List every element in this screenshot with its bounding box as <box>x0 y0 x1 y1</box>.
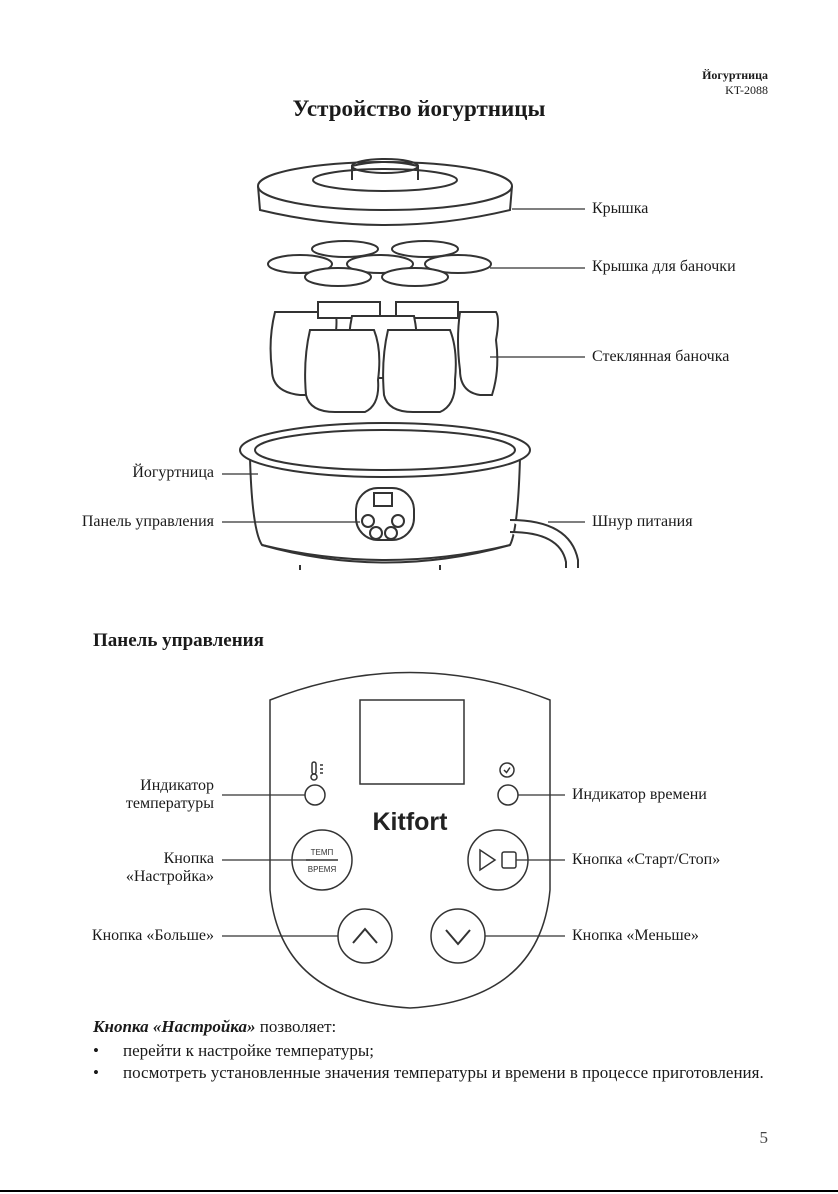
label-time-indicator: Индикатор времени <box>572 786 707 803</box>
header-model-number: KT-2088 <box>725 83 768 97</box>
label-control-panel: Панель управления <box>81 513 214 530</box>
time-indicator-led <box>497 784 519 806</box>
play-icon <box>479 848 497 872</box>
label-temp-indicator-line1: Индикатор <box>140 777 214 794</box>
label-more-button: Кнопка «Больше» <box>91 927 214 944</box>
label-less-button: Кнопка «Меньше» <box>572 927 699 944</box>
panel-section-title: Панель управления <box>93 630 264 651</box>
yogurt-maker-drawing <box>239 422 579 570</box>
label-jar-lid: Крышка для баночки <box>592 258 736 275</box>
page-number: 5 <box>759 1128 769 1147</box>
button-temp-label: ТЕМП <box>311 848 334 857</box>
button-time-label: ВРЕМЯ <box>308 865 337 874</box>
label-setting-button-line2: «Настройка» <box>125 868 214 885</box>
list-item: посмотреть установленные значения темпер… <box>93 1062 773 1084</box>
header-product: Йогуртница <box>702 68 768 82</box>
more-button-circle <box>337 908 393 964</box>
thermometer-icon <box>310 761 323 781</box>
list-item: перейти к настройке температуры; <box>93 1040 773 1062</box>
footer-rule <box>0 1190 838 1192</box>
description-list: перейти к настройке температуры; посмотр… <box>93 1040 773 1084</box>
device-illustration <box>222 158 585 570</box>
mini-panel-drawing <box>355 487 415 541</box>
display-window <box>359 699 465 785</box>
header-model: Йогуртница KT-2088 <box>702 68 768 98</box>
description-lead-line: Кнопка «Настройка» позволяет: <box>93 1016 773 1038</box>
label-temp-indicator: Индикатор температуры <box>126 777 214 813</box>
less-button-circle <box>430 908 486 964</box>
description-lead-rest: позволяет: <box>255 1017 337 1036</box>
label-temp-indicator-line2: температуры <box>125 795 214 812</box>
label-lid: Крышка <box>592 200 649 217</box>
chevron-down-icon <box>445 929 471 946</box>
stop-icon <box>501 851 517 869</box>
label-setting-button: Кнопка «Настройка» <box>126 850 214 886</box>
chevron-up-icon <box>352 927 378 944</box>
setting-button-description: Кнопка «Настройка» позволяет: перейти к … <box>93 1016 773 1084</box>
label-yogurt-maker: Йогуртница <box>132 464 214 481</box>
panel-outline <box>269 671 551 1009</box>
control-panel-diagram: Kitfort ТЕМП ВРЕМЯ <box>222 671 565 1009</box>
glass-jars-drawing <box>269 301 499 413</box>
jar-lids-drawing <box>267 240 492 287</box>
temperature-indicator-led <box>304 784 326 806</box>
page-title: Устройство йогуртницы <box>292 96 546 121</box>
label-glass-jar: Стеклянная баночка <box>592 348 730 365</box>
lid-drawing <box>257 158 513 226</box>
label-start-stop-button: Кнопка «Старт/Стоп» <box>572 851 721 868</box>
clock-icon <box>499 762 515 778</box>
brand-logo: Kitfort <box>373 808 449 836</box>
description-lead: Кнопка «Настройка» <box>93 1017 256 1036</box>
label-power-cord: Шнур питания <box>592 513 693 530</box>
label-setting-button-line1: Кнопка <box>163 850 214 867</box>
